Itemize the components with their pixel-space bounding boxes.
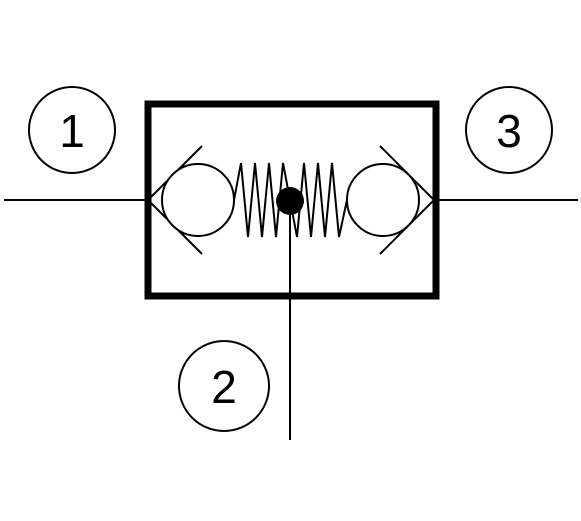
port-3-label: 3 — [496, 105, 522, 157]
right-ball — [346, 163, 420, 237]
right-seat-chevron — [379, 145, 436, 255]
port-3-circle — [465, 86, 553, 174]
port-2-circle — [178, 340, 270, 432]
port-1-balloon: 1 — [28, 86, 116, 174]
port-2-label: 2 — [211, 361, 237, 413]
port-2-balloon: 2 — [178, 340, 270, 432]
left-ball — [161, 163, 235, 237]
left-seat-chevron — [146, 145, 203, 255]
port-3-balloon: 3 — [465, 86, 553, 174]
port-1-circle — [28, 86, 116, 174]
junction-dot — [276, 187, 304, 215]
port-1-label: 1 — [59, 105, 85, 157]
